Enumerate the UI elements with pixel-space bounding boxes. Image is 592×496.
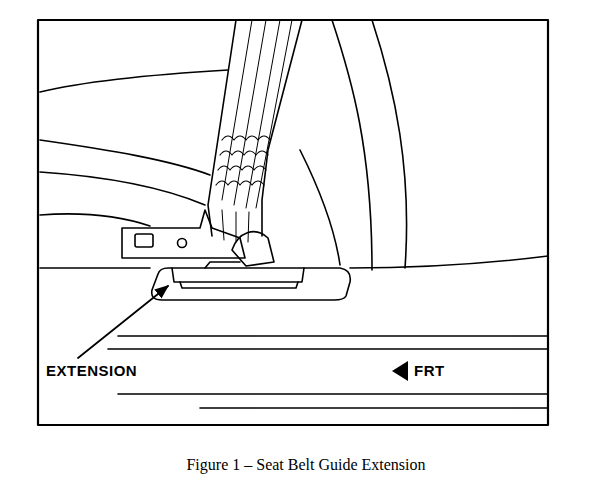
front-arrow	[392, 361, 408, 381]
seat-contour	[40, 214, 150, 226]
seat-contour	[40, 267, 150, 269]
floor-line	[200, 407, 548, 409]
seat-contour	[332, 20, 372, 270]
seat-contour	[40, 172, 205, 205]
strap-stitching	[216, 136, 270, 185]
seat-contour	[40, 140, 210, 175]
seat-contour	[40, 70, 228, 92]
direction-label: FRT	[414, 362, 445, 379]
seat-contour	[372, 20, 407, 268]
figure-caption: Figure 1 – Seat Belt Guide Extension	[186, 456, 425, 474]
buckle-bracket	[122, 210, 274, 266]
floor-line	[108, 348, 548, 350]
guide-extension	[152, 262, 351, 300]
floor-line	[118, 393, 548, 395]
part-label: EXTENSION	[46, 362, 137, 379]
figure-frame	[38, 20, 548, 425]
leader-line	[78, 286, 168, 358]
floor-line	[118, 335, 548, 337]
seat-contour	[300, 150, 340, 265]
seat-contour	[350, 256, 548, 268]
seat-belt-strap	[208, 20, 302, 242]
